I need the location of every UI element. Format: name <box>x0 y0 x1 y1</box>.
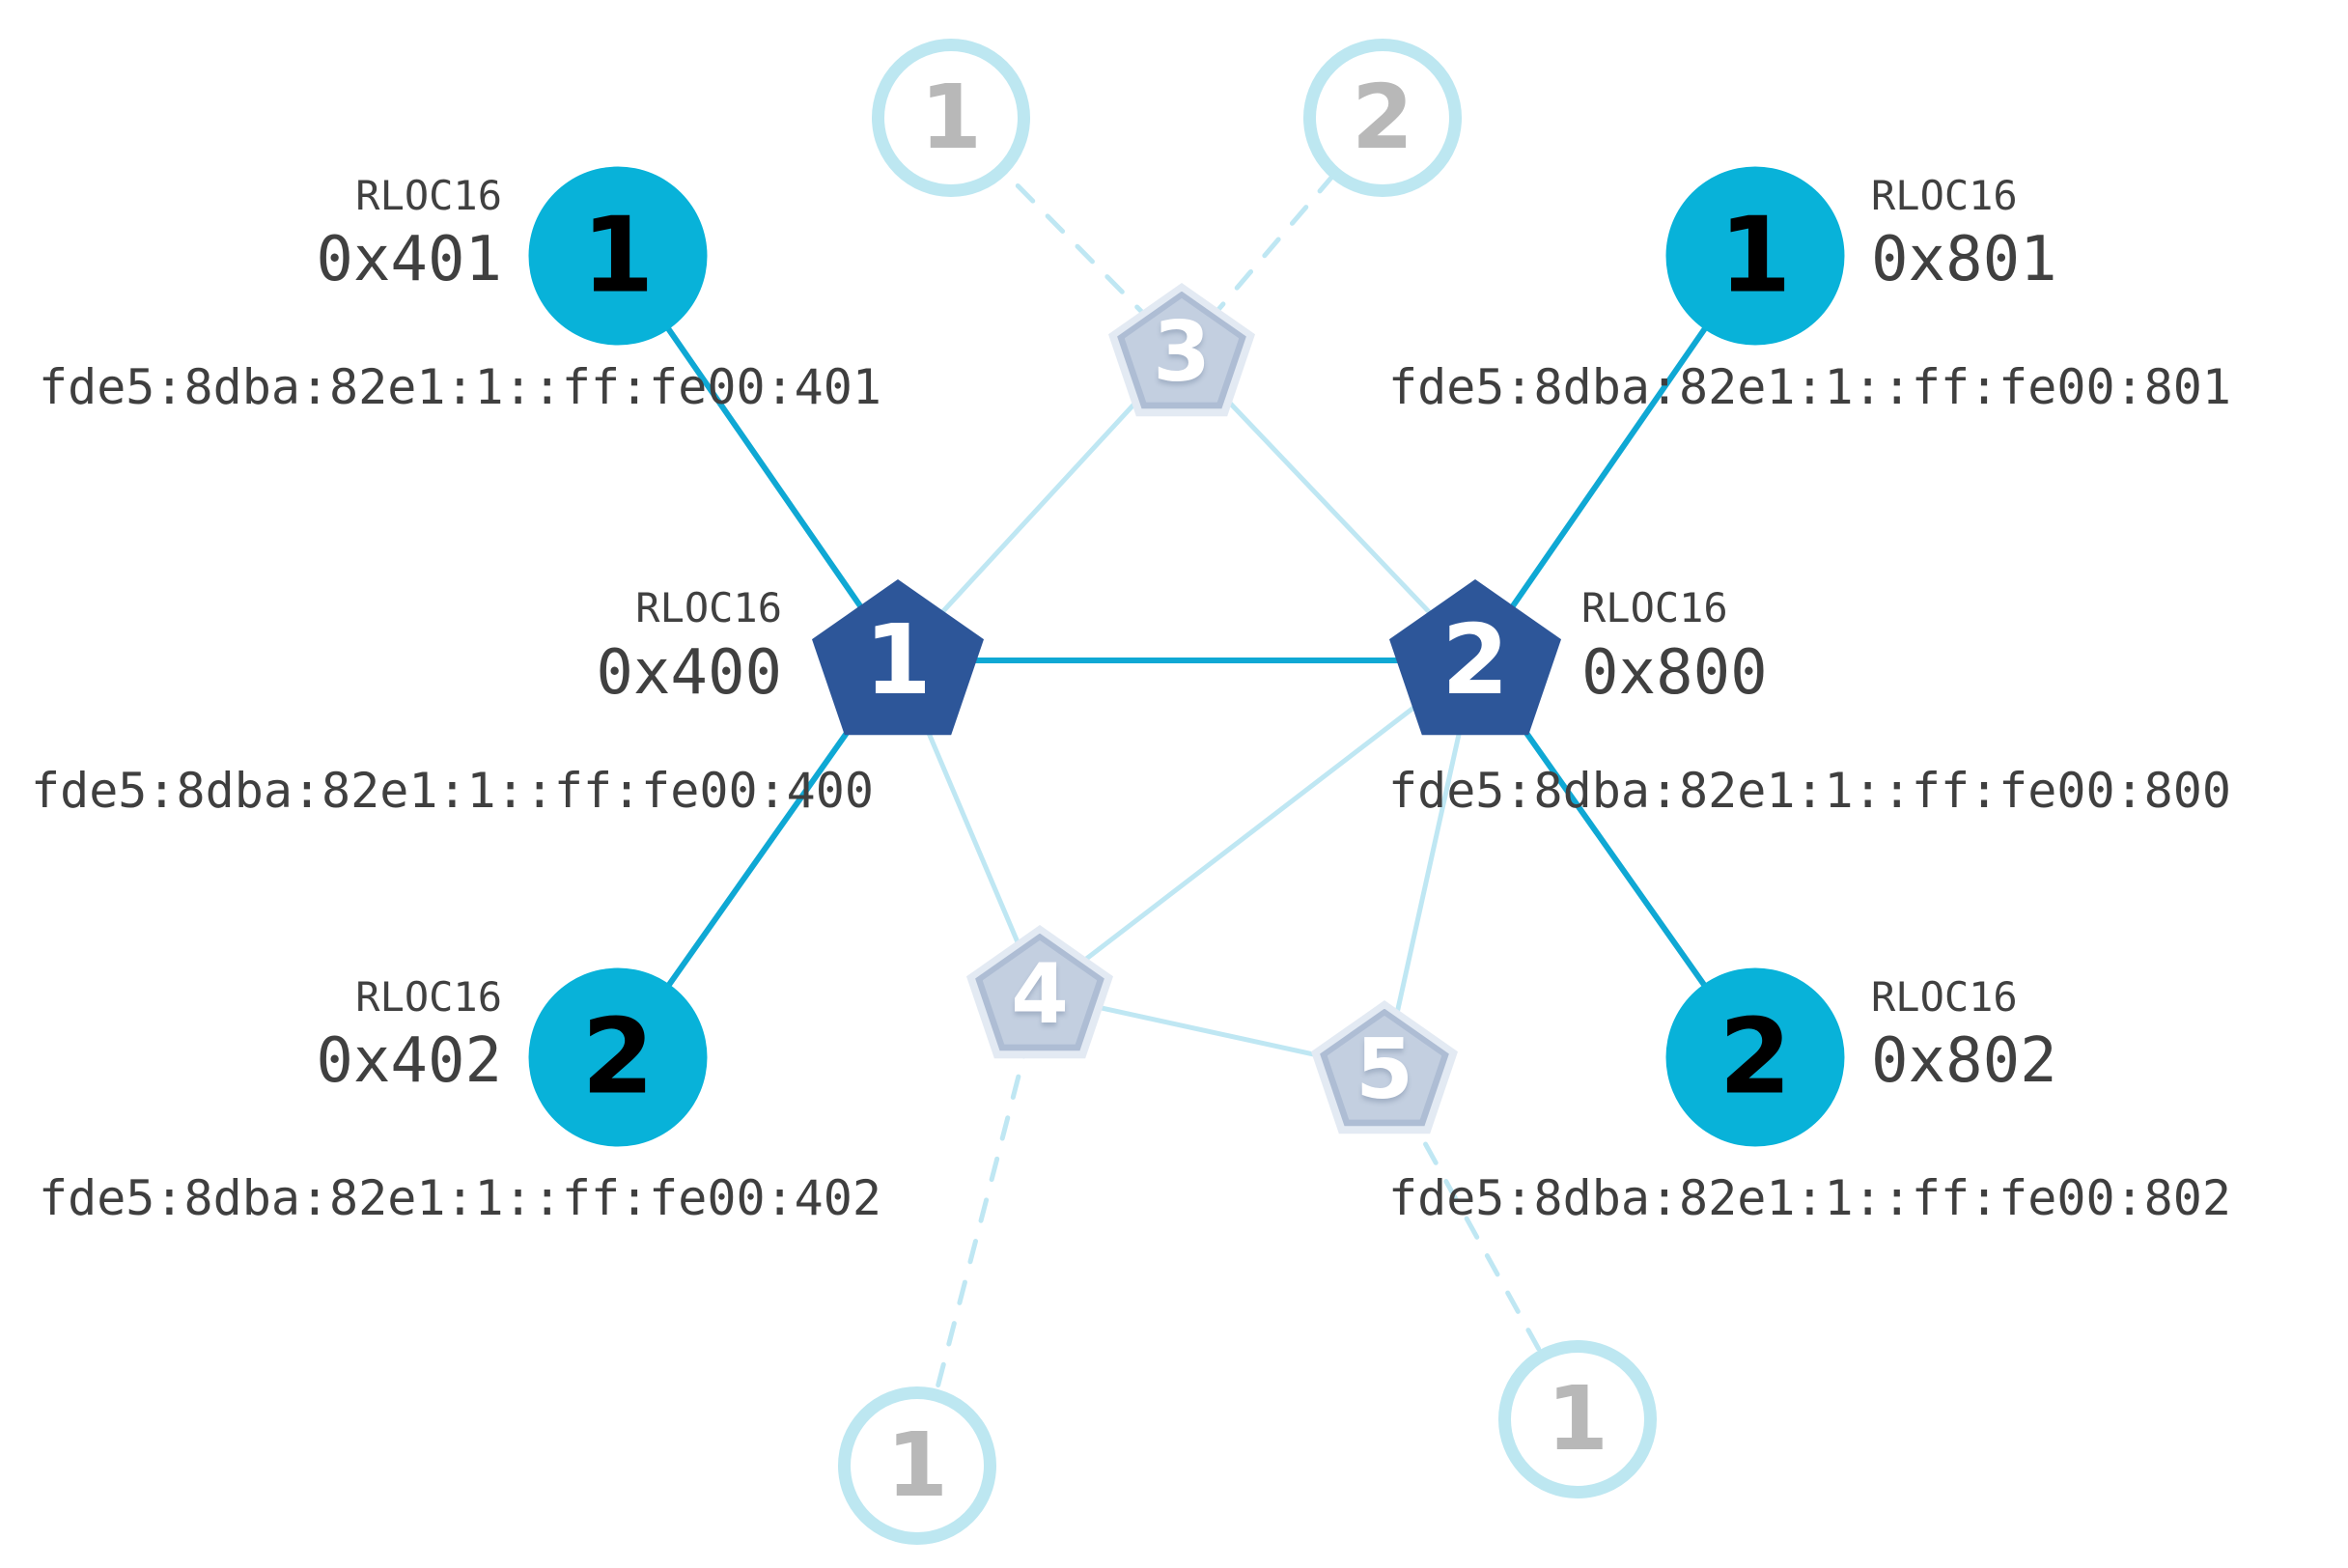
rloc16-caption-router-400: RLOC16 <box>635 584 782 631</box>
node-ghost-circle-bottom-left-1[interactable]: 1 <box>838 1386 996 1545</box>
node-child-801[interactable]: 1 <box>1665 166 1845 346</box>
rloc16-caption-child-802: RLOC16 <box>1871 973 2018 1021</box>
ghost-id-glyph: 4 <box>1011 946 1069 1043</box>
link-ghost-pent-4-to-ghost-circle-bottom-left-1 <box>914 992 1043 1469</box>
node-ghost-pent-5[interactable]: 5 <box>1311 1000 1458 1139</box>
ghost-node-glyph: 2 <box>1303 39 1462 197</box>
child-node-glyph: 1 <box>528 166 708 346</box>
rloc16-value-child-401: 0x401 <box>316 224 502 295</box>
rloc16-value-router-400: 0x400 <box>596 637 782 709</box>
ipv6-address-router-800: fde5:8dba:82e1:1::ff:fe00:800 <box>1388 763 2231 819</box>
child-node-glyph: 1 <box>1665 166 1845 346</box>
ghost-node-glyph: 1 <box>838 1386 996 1545</box>
link-router-800-to-ghost-pent-4 <box>1037 658 1478 997</box>
rloc16-caption-child-401: RLOC16 <box>355 172 502 219</box>
rloc16-value-child-801: 0x801 <box>1871 224 2057 295</box>
node-ghost-pent-3[interactable]: 3 <box>1108 283 1255 422</box>
rloc16-caption-router-800: RLOC16 <box>1581 584 1728 631</box>
rloc16-value-router-800: 0x800 <box>1581 637 1768 709</box>
ghost-id-glyph: 3 <box>1153 304 1211 401</box>
ghost-pentagon-icon: 3 <box>1108 283 1255 422</box>
node-router-800[interactable]: 2 <box>1389 579 1561 742</box>
router-pentagon-icon: 2 <box>1389 579 1561 742</box>
ipv6-address-child-801: fde5:8dba:82e1:1::ff:fe00:801 <box>1388 359 2231 415</box>
child-node-glyph: 2 <box>1665 967 1845 1147</box>
ghost-node-glyph: 1 <box>1498 1340 1657 1498</box>
router-pentagon-icon: 1 <box>812 579 984 742</box>
node-child-401[interactable]: 1 <box>528 166 708 346</box>
router-id-glyph: 2 <box>1441 603 1509 716</box>
ipv6-address-child-802: fde5:8dba:82e1:1::ff:fe00:802 <box>1388 1170 2231 1226</box>
ghost-pentagon-icon: 5 <box>1311 1000 1458 1139</box>
rloc16-value-child-802: 0x802 <box>1871 1025 2057 1097</box>
ghost-pentagon-icon: 4 <box>966 925 1113 1064</box>
rloc16-value-child-402: 0x402 <box>316 1025 502 1097</box>
ipv6-address-child-401: fde5:8dba:82e1:1::ff:fe00:401 <box>39 359 881 415</box>
ghost-id-glyph: 5 <box>1356 1022 1413 1118</box>
child-node-glyph: 2 <box>528 967 708 1147</box>
node-ghost-circle-top-1[interactable]: 1 <box>872 39 1030 197</box>
node-router-400[interactable]: 1 <box>812 579 984 742</box>
node-child-802[interactable]: 2 <box>1665 967 1845 1147</box>
node-child-402[interactable]: 2 <box>528 967 708 1147</box>
node-ghost-circle-bottom-right-1[interactable]: 1 <box>1498 1340 1657 1498</box>
ipv6-address-router-400: fde5:8dba:82e1:1::ff:fe00:400 <box>31 763 874 819</box>
node-ghost-circle-top-2[interactable]: 2 <box>1303 39 1462 197</box>
ghost-node-glyph: 1 <box>872 39 1030 197</box>
ipv6-address-child-402: fde5:8dba:82e1:1::ff:fe00:402 <box>39 1170 881 1226</box>
router-id-glyph: 1 <box>864 603 932 716</box>
node-ghost-pent-4[interactable]: 4 <box>966 925 1113 1064</box>
rloc16-caption-child-801: RLOC16 <box>1871 172 2018 219</box>
rloc16-caption-child-402: RLOC16 <box>355 973 502 1021</box>
